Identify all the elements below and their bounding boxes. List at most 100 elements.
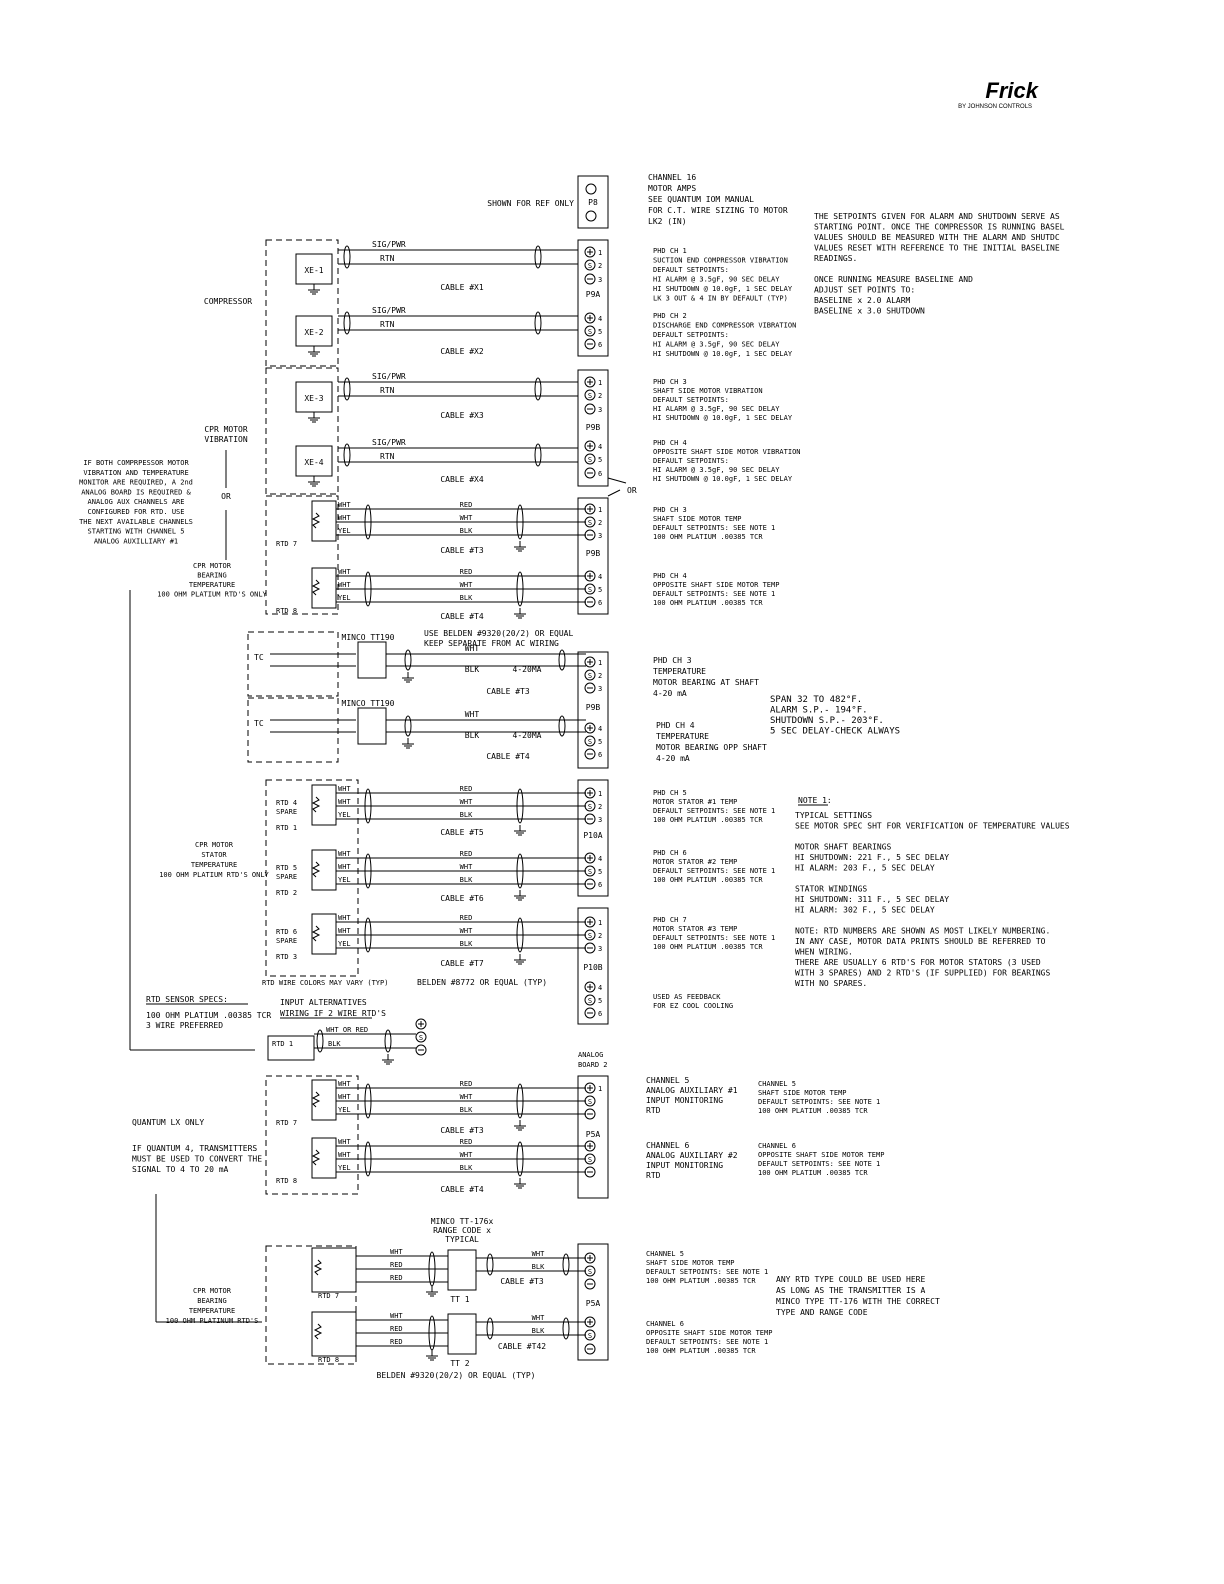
wire-color: RED	[390, 1325, 403, 1333]
wire-color: RED	[460, 501, 473, 509]
aux-ch5-detail: SHAFT SIDE MOTOR TEMP	[758, 1089, 847, 1097]
pin-number: 1	[598, 379, 602, 387]
aux-ch6-detail: DEFAULT SETPOINTS: SEE NOTE 1	[758, 1160, 880, 1168]
note1-line: WHEN WIRING.	[795, 948, 853, 957]
rtd-colors-note: RTD WIRE COLORS MAY VARY (TYP)	[262, 979, 388, 987]
wire-color: WHT	[338, 1080, 351, 1088]
aux-ch5: CHANNEL 5	[646, 1076, 690, 1085]
signal-glyph: S	[588, 1098, 592, 1106]
phd-ch5: PHD CH 5	[653, 789, 687, 797]
wire-label: RTN	[380, 452, 395, 461]
both-note: VIBRATION AND TEMPERATURE	[83, 469, 188, 477]
both-note: ANALOG BOARD IS REQUIRED &	[81, 488, 191, 496]
terminal-pin	[584, 1252, 596, 1264]
terminal-pin	[584, 570, 596, 582]
bearing2-label: 100 OHM PLATINUM RTD'S	[166, 1317, 259, 1325]
rtd-resistor	[311, 796, 321, 813]
phd-ch4-ma: MOTOR BEARING OPP SHAFT	[656, 743, 767, 752]
note1-line: HI ALARM: 203 F., 5 SEC DELAY	[795, 864, 935, 873]
terminal-pin	[584, 800, 596, 812]
tt-header: MINCO TT-176x	[431, 1217, 494, 1226]
wire-color: BLK	[460, 876, 473, 884]
both-note: CONFIGURED FOR RTD. USE	[88, 508, 185, 516]
cable-label: CABLE #T5	[440, 828, 484, 837]
aux-ch6: RTD	[646, 1171, 661, 1180]
compressor-label: COMPRESSOR	[204, 297, 252, 306]
note1-line: HI ALARM: 302 F., 5 SEC DELAY	[795, 906, 935, 915]
signal-glyph: S	[588, 672, 592, 680]
pin-number: 1	[598, 919, 602, 927]
wire-color: WHT	[338, 798, 351, 806]
cable-shield	[562, 1317, 570, 1340]
wire-color: BLK	[460, 1164, 473, 1172]
cable-label: CABLE #X4	[440, 475, 484, 484]
both-note: MONITOR ARE REQUIRED, A 2nd	[79, 479, 193, 487]
terminal-pin	[584, 878, 596, 890]
terminal-pin	[584, 994, 596, 1006]
rtd-box	[311, 913, 337, 955]
terminal-pin	[584, 1108, 596, 1120]
rtd-label: RTD 7	[276, 540, 297, 548]
pin-number: 4	[598, 984, 602, 992]
terminal-pin	[584, 273, 596, 285]
wire-color: WHT	[390, 1248, 403, 1256]
aux-ch5-detail: 100 OHM PLATIUM .00385 TCR	[758, 1107, 868, 1115]
terminal-pin	[415, 1018, 427, 1030]
phd-ch4-vibration: OPPOSITE SHAFT SIDE MOTOR VIBRATION	[653, 448, 801, 456]
terminal-pin	[584, 583, 596, 595]
note1-line: SEE MOTOR SPEC SHT FOR VERIFICATION OF T…	[795, 822, 1070, 831]
belden-9320-note: BELDEN #9320(20/2) OR EQUAL (TYP)	[377, 1371, 536, 1380]
pin-number: 4	[598, 315, 602, 323]
pin-number: 6	[598, 1010, 602, 1018]
phd-ch4-temp: PHD CH 4	[653, 572, 687, 580]
terminal-pin	[584, 929, 596, 941]
phd-ch4-vibration: DEFAULT SETPOINTS:	[653, 457, 729, 465]
pin-number: 1	[598, 659, 602, 667]
phd-ch4-vibration: PHD CH 4	[653, 439, 687, 447]
pin-number: 3	[598, 406, 602, 414]
bearing-label: CPR MOTOR	[193, 562, 232, 570]
terminal-pin	[584, 1316, 596, 1328]
terminal-pin	[584, 735, 596, 747]
pin-number: 2	[598, 672, 602, 680]
wire-color: WHT	[338, 914, 351, 922]
setpoint-note: VALUES RESET WITH REFERENCE TO THE INITI…	[814, 244, 1060, 253]
cable-label: CABLE #X3	[440, 411, 484, 420]
terminal-pin	[584, 259, 596, 271]
cable-label: CABLE #T3	[486, 687, 530, 696]
board-label: P9B	[586, 423, 601, 432]
cable-label: CABLE #T3	[440, 1126, 484, 1135]
wire-color: YEL	[338, 594, 351, 602]
rtd-box	[311, 1247, 357, 1293]
signal-glyph: S	[588, 1268, 592, 1276]
minco-transmitter	[357, 641, 387, 679]
cable-label: CABLE #T4	[440, 1185, 484, 1194]
rtd-label: RTD 1	[276, 824, 297, 832]
wire-color: WHT	[460, 514, 473, 522]
note1-line: THERE ARE USUALLY 6 RTD'S FOR MOTOR STAT…	[795, 958, 1041, 967]
rtd-box	[311, 784, 337, 826]
terminal-board	[577, 239, 609, 357]
terminal-pin	[584, 516, 596, 528]
rtd-label: RTD 5	[276, 864, 297, 872]
signal-glyph: S	[588, 868, 592, 876]
sensor-label: XE-3	[304, 394, 323, 403]
aux-ch6-detail: CHANNEL 6	[758, 1142, 796, 1150]
tt-ch6: 100 OHM PLATIUM .00385 TCR	[646, 1347, 756, 1355]
pin-number: 3	[598, 816, 602, 824]
tt-ch6: DEFAULT SETPOINTS: SEE NOTE 1	[646, 1338, 768, 1346]
analog-board-label: BOARD 2	[578, 1061, 608, 1069]
cable-shield	[343, 377, 351, 401]
wire-color: WHT	[338, 1151, 351, 1159]
rtd-resistor	[313, 1323, 323, 1340]
signal-glyph: S	[588, 586, 592, 594]
terminal-board	[577, 497, 609, 615]
tc-label: TC	[254, 719, 264, 728]
phd-feedback: USED AS FEEDBACK	[653, 993, 721, 1001]
wire-color: WHT	[460, 1151, 473, 1159]
pin-number: 4	[598, 443, 602, 451]
terminal-pin	[584, 389, 596, 401]
terminal-board	[577, 907, 609, 1025]
wire-color: WHT	[465, 710, 480, 719]
rtd-label: RTD 8	[318, 1356, 339, 1364]
